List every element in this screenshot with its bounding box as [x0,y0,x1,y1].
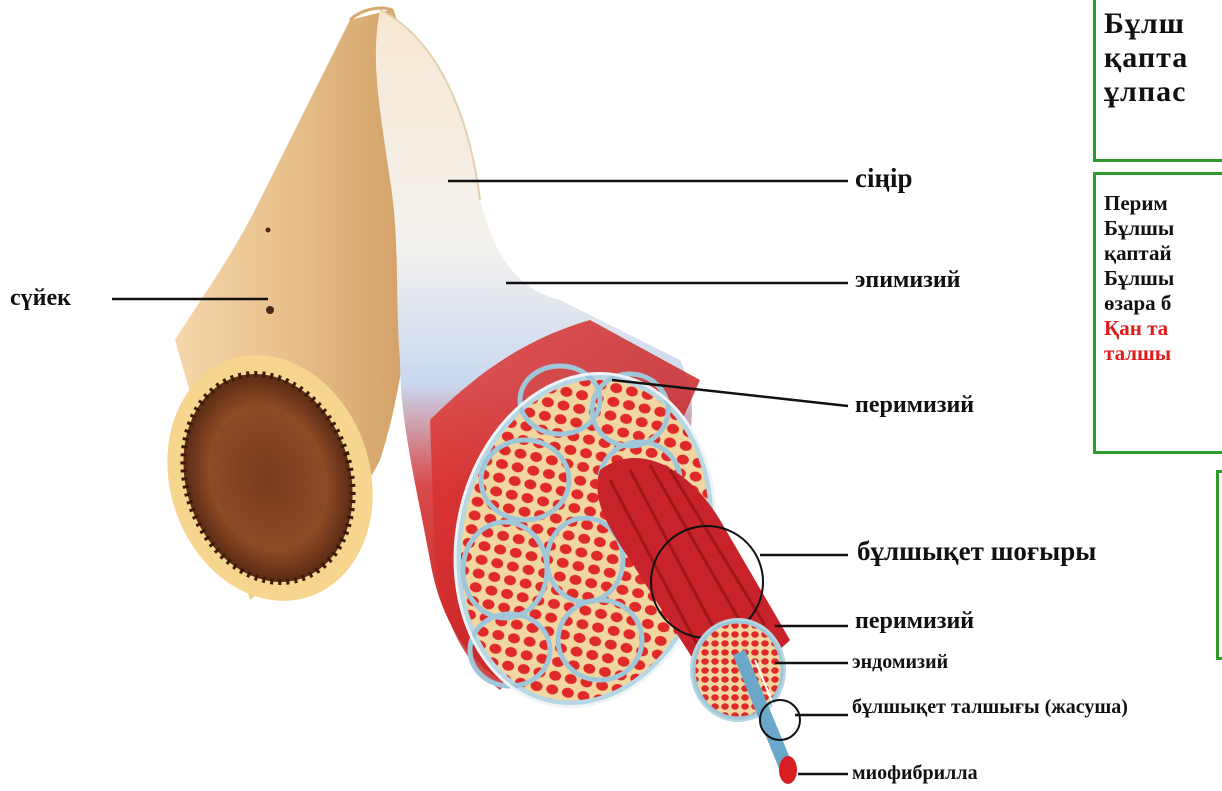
box1-line-1: Бұлш [1104,7,1222,41]
label-epimysium: эпимизий [855,268,961,292]
box2-title: Перим [1104,191,1222,216]
label-perimysium-top: перимизий [855,393,974,417]
box2-line-2: қаптай [1104,241,1222,266]
info-box-perimysium: Перим Бұлшы қаптай Бұлшы өзара б Қан та … [1093,172,1222,454]
label-bone: сүйек [10,286,71,310]
box2-red-line-2: талшы [1104,341,1222,366]
label-endomysium: эндомизий [852,652,948,672]
box2-line-3: Бұлшы [1104,266,1222,291]
label-muscle-fiber: бұлшықет талшығы (жасуша) [852,697,1128,717]
box1-line-3: ұлпас [1104,75,1222,109]
label-muscle-bundle: бұлшықет шоғыры [857,538,1096,565]
box2-line-1: Бұлшы [1104,216,1222,241]
label-perimysium-bottom: перимизий [855,609,974,633]
label-tendon: сіңір [855,165,913,192]
box2-red-line-1: Қан та [1104,316,1222,341]
label-myofibril: миофибрилла [852,763,978,783]
info-box-epimysium: Бұлш қапта ұлпас [1093,0,1222,162]
info-box-partial [1216,470,1222,660]
box1-line-2: қапта [1104,41,1222,75]
box2-line-4: өзара б [1104,291,1222,316]
